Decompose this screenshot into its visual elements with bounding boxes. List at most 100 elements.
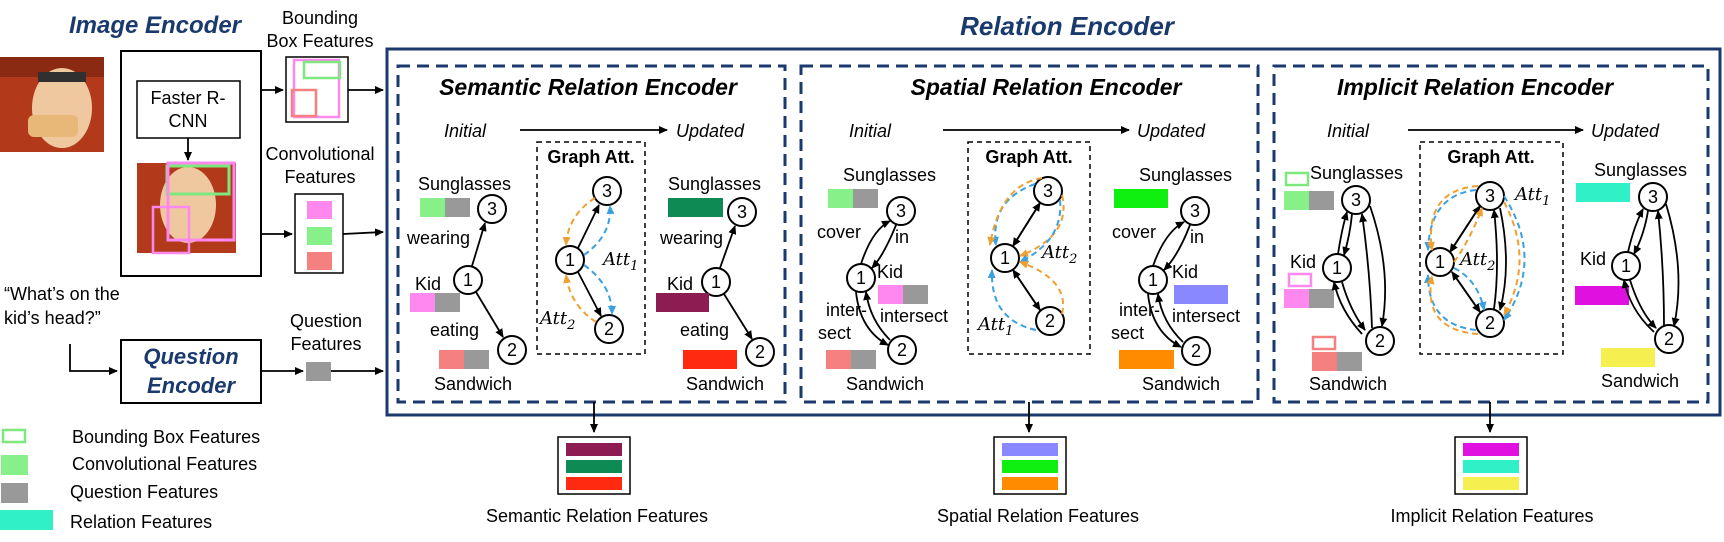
- semantic-att-label-2-text: Att: [538, 308, 568, 329]
- spatial-init-sunglasses-q: [853, 189, 878, 208]
- implicit-init-sunglasses-conv: [1284, 191, 1309, 210]
- implicit-upd-kid: Kid: [1580, 249, 1606, 269]
- semantic-init-node-2: 2: [497, 335, 527, 365]
- conv-feature-red: [307, 252, 332, 270]
- semantic-att-node-2-label: 2: [604, 319, 614, 339]
- spatial-att-blue-2-1: [987, 269, 1037, 331]
- implicit-upd-node-3: 3: [1638, 182, 1668, 212]
- implicit-att-node-3: 3: [1475, 181, 1505, 211]
- implicit-init-sunglasses-bbox: [1284, 171, 1310, 187]
- spatial-init-edge-intersect: intersect: [880, 306, 948, 326]
- spatial-att-label-2-sub: 2: [1068, 252, 1077, 267]
- implicit-init-node-3-label: 3: [1351, 190, 1361, 210]
- spatial-att-node-3: 3: [1033, 176, 1063, 206]
- semantic-init-edge-eating: eating: [430, 320, 479, 340]
- implicit-graph-att-box: [1419, 141, 1564, 355]
- spatial-upd-node-2-label: 2: [1191, 341, 1201, 361]
- spatial-att-edge-3-1: [1012, 202, 1041, 247]
- implicit-att-orange-2-1: [1426, 275, 1479, 335]
- implicit-panel-title: Implicit Relation Encoder: [1337, 74, 1614, 100]
- legend-swatch-question: [1, 483, 28, 503]
- semantic-init-sandwich-q: [464, 350, 489, 369]
- implicit-upd-node-3-label: 3: [1648, 187, 1658, 207]
- implicit-output-feature-3: [1463, 477, 1519, 490]
- spatial-panel-title: Spatial Relation Encoder: [911, 74, 1183, 100]
- spatial-updated-label: Updated: [1137, 121, 1206, 141]
- implicit-init-edge-2-1: [1331, 281, 1363, 335]
- implicit-output: Implicit Relation Features: [1390, 402, 1594, 526]
- semantic-output-feature-3: [566, 477, 622, 490]
- semantic-att-blue-1-2: [583, 264, 616, 315]
- semantic-upd-node-3-label: 3: [737, 202, 747, 222]
- spatial-att-label-1-text: Att: [976, 314, 1006, 335]
- semantic-att-blue-1-3: [583, 205, 615, 256]
- spatial-upd-edge-1-3: [1152, 221, 1185, 267]
- semantic-att-label-1-text: Att: [601, 249, 631, 270]
- implicit-updated-label: Updated: [1591, 121, 1660, 141]
- implicit-upd-kid-feature: [1575, 286, 1629, 305]
- spatial-upd-edge-1-2: [1147, 293, 1182, 348]
- implicit-init-edge-1-2: [1341, 281, 1366, 331]
- bbox-feature-green: [302, 60, 342, 80]
- semantic-att-edge-1-2: [577, 271, 602, 317]
- faster-rcnn-label-1: Faster R-: [150, 88, 225, 108]
- semantic-att-orange-2-1: [563, 274, 597, 323]
- implicit-att-blue-1-2: [1453, 267, 1487, 311]
- implicit-att-label-1: Att1: [1513, 184, 1550, 209]
- semantic-att-edge-1-3: [577, 204, 600, 249]
- spatial-panel-border: [799, 64, 1260, 404]
- implicit-att-node-2-label: 2: [1485, 313, 1495, 333]
- spatial-att-node-3-label: 3: [1043, 181, 1053, 201]
- image-encoder-box: [120, 50, 262, 277]
- spatial-panel: Spatial Relation Encoder Initial Updated…: [799, 64, 1260, 404]
- spatial-upd-edge-in: in: [1190, 227, 1204, 247]
- semantic-init-kid-conv: [410, 293, 435, 312]
- question-encoder-box: [120, 339, 262, 404]
- spatial-att-blue-3-1: [990, 183, 1036, 246]
- spatial-upd-sandwich: Sandwich: [1142, 374, 1220, 394]
- question-feature-gray: [306, 362, 331, 381]
- spatial-upd-node-3-label: 3: [1190, 201, 1200, 221]
- semantic-graph-att-title: Graph Att.: [547, 147, 634, 167]
- image-encoder-title: Image Encoder: [69, 12, 243, 39]
- implicit-output-feature-1: [1463, 443, 1519, 456]
- semantic-att-label-2: Att2: [538, 308, 575, 333]
- spatial-init-edge-3-1: [871, 224, 897, 269]
- conv-features-label-1: Convolutional: [265, 144, 374, 164]
- conv-feature-green: [307, 227, 332, 245]
- semantic-upd-kid-feature: [656, 293, 709, 312]
- implicit-upd-edge-3-2: [1665, 203, 1680, 327]
- implicit-init-kid-bbox: [1287, 272, 1313, 288]
- implicit-att-blue-3-1: [1424, 189, 1477, 251]
- spatial-init-edge-sect: sect: [818, 323, 851, 343]
- semantic-upd-sandwich: Sandwich: [686, 374, 764, 394]
- spatial-att-orange-2-1: [1019, 260, 1065, 315]
- spatial-init-edge-1-2: [855, 291, 889, 346]
- semantic-output-label: Semantic Relation Features: [486, 506, 708, 526]
- legend-swatch-bbox: [1, 428, 27, 444]
- semantic-init-edge-1-2: [475, 291, 504, 338]
- implicit-upd-node-1: 1: [1611, 251, 1641, 281]
- semantic-init-kid-q: [435, 293, 460, 312]
- implicit-att-edge-2-3: [1490, 209, 1499, 310]
- semantic-initial-label: Initial: [444, 121, 487, 141]
- spatial-output: Spatial Relation Features: [937, 402, 1139, 526]
- implicit-initial-label: Initial: [1327, 121, 1370, 141]
- semantic-init-edge-wearing: wearing: [406, 228, 470, 248]
- semantic-init-sunglasses: Sunglasses: [418, 174, 511, 194]
- faster-rcnn-box: [136, 80, 241, 139]
- semantic-panel-title: Semantic Relation Encoder: [439, 74, 738, 100]
- implicit-init-node-1-label: 1: [1332, 258, 1342, 278]
- input-photo: [0, 57, 104, 152]
- legend-label-conv: Convolutional Features: [72, 454, 257, 474]
- conv-feature-pink: [307, 201, 332, 219]
- bbox-features-label-1: Bounding: [282, 8, 358, 28]
- semantic-init-sandwich-conv: [439, 350, 464, 369]
- semantic-init-sunglasses-conv: [420, 198, 445, 217]
- implicit-upd-edge-1-3: [1627, 208, 1644, 253]
- legend-label-relation: Relation Features: [70, 512, 212, 532]
- semantic-upd-node-3: 3: [727, 197, 757, 227]
- spatial-att-orange-3-1: [987, 177, 1043, 246]
